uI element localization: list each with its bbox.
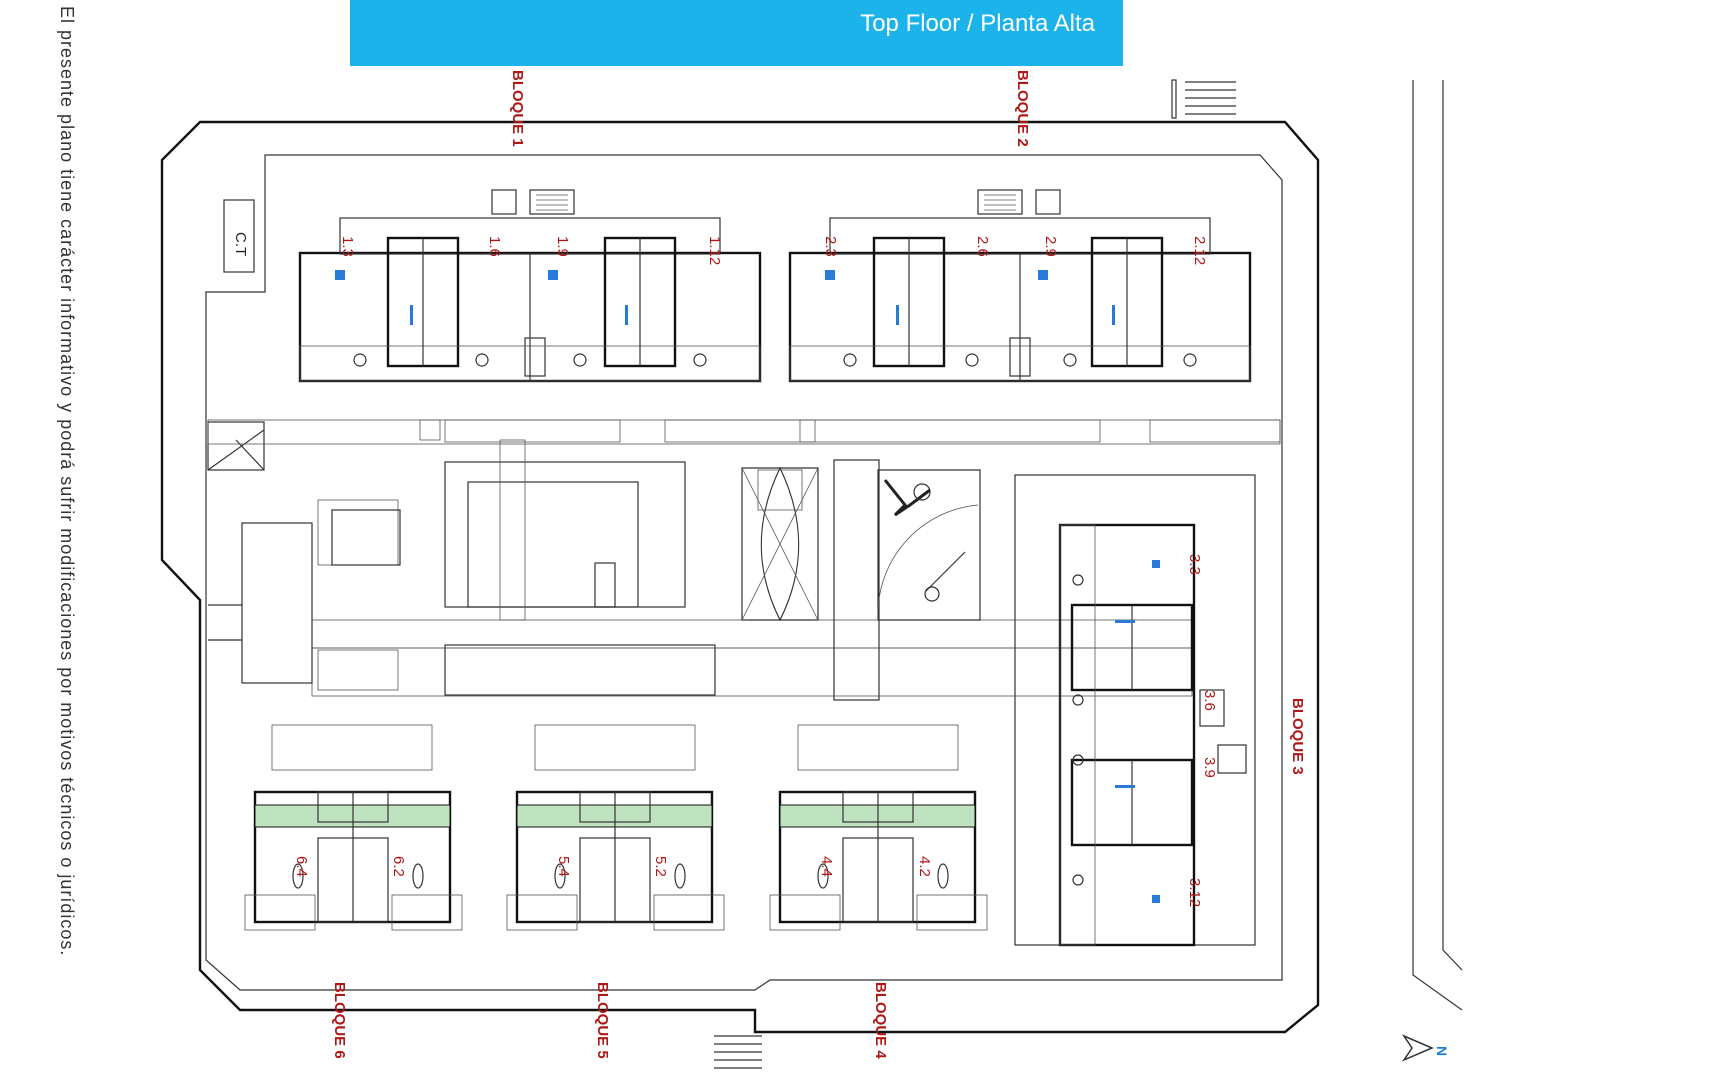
bloque-5-label: BLOQUE 5 bbox=[594, 982, 611, 1059]
unit-label-5-4: 5.4 bbox=[555, 856, 572, 877]
unit-label-2-12: 2.12 bbox=[1191, 236, 1208, 265]
bloque-2-building bbox=[788, 189, 1252, 383]
walkways bbox=[207, 419, 1281, 697]
bloque-6-building bbox=[244, 724, 463, 931]
north-arrow-icon bbox=[1401, 1034, 1434, 1062]
unit-label-6-2: 6.2 bbox=[390, 856, 407, 877]
site-boundary bbox=[160, 120, 1320, 1034]
street-right bbox=[1412, 80, 1463, 1011]
bloque-3-label: BLOQUE 3 bbox=[1289, 698, 1306, 775]
ct-box bbox=[223, 199, 255, 273]
unit-label-1-3: 1.3 bbox=[339, 236, 356, 257]
bloque-3-building bbox=[1014, 474, 1256, 947]
unit-label-3-6: 3.6 bbox=[1201, 690, 1218, 711]
unit-label-6-4: 6.4 bbox=[293, 856, 310, 877]
unit-label-1-12: 1.12 bbox=[706, 236, 723, 265]
unit-label-4-2: 4.2 bbox=[916, 856, 933, 877]
unit-label-5-2: 5.2 bbox=[652, 856, 669, 877]
central-courtyard bbox=[241, 439, 716, 696]
unit-label-1-9: 1.9 bbox=[554, 236, 571, 257]
unit-label-2-3: 2.3 bbox=[822, 236, 839, 257]
unit-label-3-3: 3.3 bbox=[1186, 554, 1203, 575]
unit-label-3-9: 3.9 bbox=[1201, 757, 1218, 778]
playground bbox=[833, 459, 981, 701]
entrance-gate bbox=[207, 421, 265, 641]
ct-label: C.T bbox=[232, 232, 249, 256]
unit-label-4-4: 4.4 bbox=[818, 856, 835, 877]
crosswalk-bottom bbox=[714, 1035, 762, 1069]
unit-label-2-6: 2.6 bbox=[974, 236, 991, 257]
unit-label-2-9: 2.9 bbox=[1042, 236, 1059, 257]
bloque-4-building bbox=[769, 724, 988, 931]
bloque-1-building bbox=[298, 189, 762, 383]
pool-feature bbox=[741, 466, 819, 622]
crosswalk-top bbox=[1171, 79, 1236, 119]
unit-label-3-12: 3.12 bbox=[1186, 878, 1203, 907]
bloque-5-building bbox=[506, 724, 725, 931]
title-banner: Top Floor / Planta Alta bbox=[350, 0, 1123, 66]
unit-label-1-6: 1.6 bbox=[486, 236, 503, 257]
compass-label: N bbox=[1434, 1046, 1450, 1056]
bloque-1-label: BLOQUE 1 bbox=[509, 70, 526, 147]
inner-boundary bbox=[205, 154, 1283, 991]
bloque-6-label: BLOQUE 6 bbox=[331, 982, 348, 1059]
bloque-2-label: BLOQUE 2 bbox=[1014, 70, 1031, 147]
bloque-4-label: BLOQUE 4 bbox=[872, 982, 889, 1059]
plan-title: Top Floor / Planta Alta bbox=[860, 10, 1095, 37]
disclaimer-text: El presente plano tiene carácter informa… bbox=[57, 6, 77, 957]
